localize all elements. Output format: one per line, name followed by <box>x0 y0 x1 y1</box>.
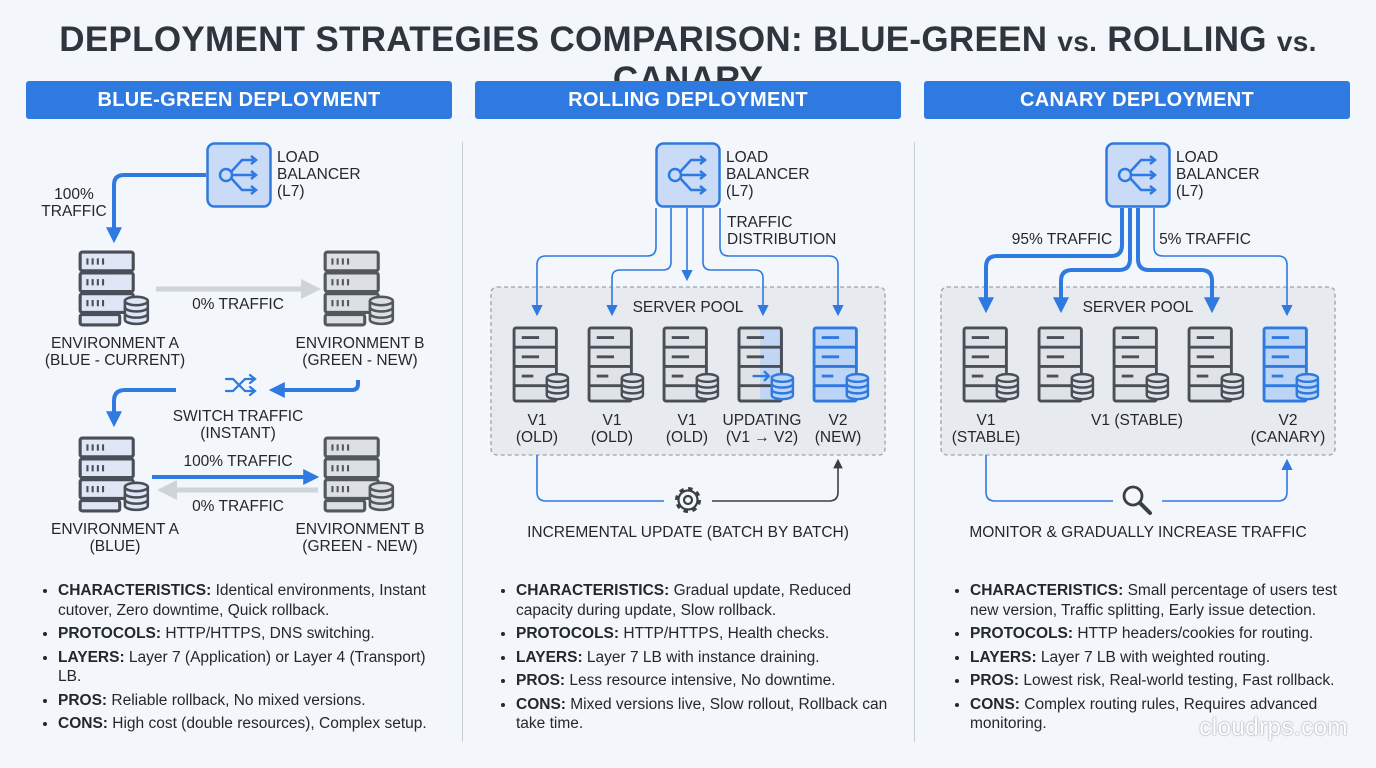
rolling-header: ROLLING DEPLOYMENT <box>475 81 901 119</box>
server-pool-label: SERVER POOL <box>1082 299 1194 316</box>
traffic-label: 0% TRAFFIC <box>192 296 284 313</box>
title-part: ROLLING <box>1097 20 1277 59</box>
server-label: V2(NEW) <box>814 412 862 446</box>
server-pool-label: SERVER POOL <box>632 299 744 316</box>
server-icon <box>323 250 395 327</box>
monitor-flow-line <box>1162 458 1293 502</box>
bullet-item: LAYERS: Layer 7 (Application) or Layer 4… <box>58 648 450 687</box>
canary-details: CHARACTERISTICS: Small percentage of use… <box>954 581 1349 738</box>
bullet-item: LAYERS: Layer 7 LB with weighted routing… <box>970 648 1349 668</box>
bullet-item: CHARACTERISTICS: Small percentage of use… <box>970 581 1349 620</box>
title-vs: vs. <box>1276 26 1317 57</box>
server-label: V2(CANARY) <box>1250 412 1326 446</box>
switch-arrow-right <box>268 380 360 398</box>
gear-icon <box>675 487 701 513</box>
server-label: V1(OLD) <box>515 412 559 446</box>
title-part: DEPLOYMENT STRATEGIES COMPARISON: BLUE-G… <box>59 20 1058 59</box>
environment-label: ENVIRONMENT B(GREEN - NEW) <box>295 521 425 555</box>
traffic-label: 0% TRAFFIC <box>192 498 284 515</box>
load-balancer-icon <box>1105 142 1171 208</box>
bullet-item: CHARACTERISTICS: Identical environments,… <box>58 581 450 620</box>
bullet-item: PROS: Lowest risk, Real-world testing, F… <box>970 671 1349 691</box>
environment-label: ENVIRONMENT A(BLUE - CURRENT) <box>44 335 186 369</box>
load-balancer-icon <box>655 142 721 208</box>
switch-arrow-left <box>106 388 176 428</box>
traffic-label: 95% TRAFFIC <box>1011 231 1113 248</box>
rolling-footer-label: INCREMENTAL UPDATE (BATCH BY BATCH) <box>527 524 849 541</box>
server-label: V1(OLD) <box>590 412 634 446</box>
bullet-item: CHARACTERISTICS: Gradual update, Reduced… <box>516 581 895 620</box>
environment-label: ENVIRONMENT B(GREEN - NEW) <box>295 335 425 369</box>
traffic-label: 100% TRAFFIC <box>183 453 293 470</box>
bullet-item: PROS: Reliable rollback, No mixed versio… <box>58 691 450 711</box>
bullet-item: LAYERS: Layer 7 LB with instance drainin… <box>516 648 895 668</box>
bullet-item: CONS: Mixed versions live, Slow rollout,… <box>516 695 895 734</box>
server-icon <box>78 436 150 513</box>
server-label: V1(STABLE) <box>951 412 1021 446</box>
title-vs: vs. <box>1057 26 1098 57</box>
server-label: V1(OLD) <box>665 412 709 446</box>
blue-green-details: CHARACTERISTICS: Identical environments,… <box>42 581 450 738</box>
server-icon <box>78 250 150 327</box>
switch-traffic-label: SWITCH TRAFFIC(INSTANT) <box>172 408 304 442</box>
weighted-traffic-lines <box>978 208 1220 314</box>
server-icon <box>323 436 395 513</box>
distribution-lines <box>531 208 844 317</box>
update-flow-line <box>712 458 843 502</box>
canary-traffic-line <box>1153 208 1293 317</box>
blue-green-header: BLUE-GREEN DEPLOYMENT <box>26 81 452 119</box>
environment-label: ENVIRONMENT A(BLUE) <box>50 521 180 555</box>
load-balancer-icon <box>206 142 272 208</box>
bullet-item: PROTOCOLS: HTTP/HTTPS, DNS switching. <box>58 624 450 644</box>
traffic-arrow <box>106 173 206 244</box>
magnifier-icon <box>1122 485 1152 515</box>
canary-header: CANARY DEPLOYMENT <box>924 81 1350 119</box>
bullet-item: PROTOCOLS: HTTP headers/cookies for rout… <box>970 624 1349 644</box>
shuffle-icon <box>224 373 257 397</box>
bullet-item: CONS: High cost (double resources), Comp… <box>58 714 450 734</box>
server-label: V1 (STABLE) <box>1091 412 1183 429</box>
server-label: UPDATING(V1 → V2) <box>722 412 802 446</box>
bullet-item: CONS: Complex routing rules, Requires ad… <box>970 695 1349 734</box>
update-flow-line <box>536 455 664 502</box>
traffic-label: 5% TRAFFIC <box>1159 231 1251 248</box>
bullet-item: PROS: Less resource intensive, No downti… <box>516 671 895 691</box>
canary-footer-label: MONITOR & GRADUALLY INCREASE TRAFFIC <box>969 524 1307 541</box>
bullet-item: PROTOCOLS: HTTP/HTTPS, Health checks. <box>516 624 895 644</box>
column-divider <box>462 142 463 742</box>
rolling-details: CHARACTERISTICS: Gradual update, Reduced… <box>500 581 895 738</box>
traffic-label: 100%TRAFFIC <box>41 186 107 220</box>
monitor-flow-line <box>985 455 1113 502</box>
column-divider <box>914 142 915 742</box>
watermark: cloudrps.com <box>1199 714 1348 741</box>
